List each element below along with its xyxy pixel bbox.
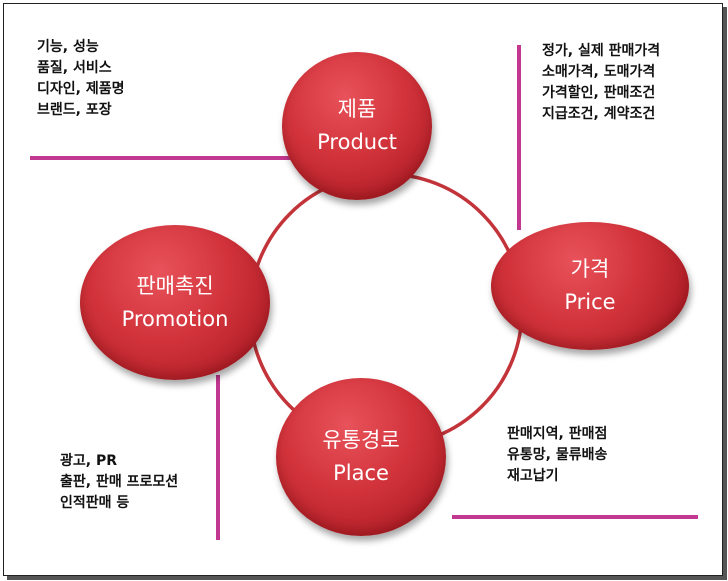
product-attribute-line: 품질, 서비스 bbox=[37, 60, 112, 76]
price-attribute-line: 지급조건, 계약조건 bbox=[542, 106, 656, 122]
price-node-subtitle: Price bbox=[564, 290, 616, 314]
price-attributes-label: 정가, 실제 판매가격 소매가격, 도매가격 가격할인, 판매조건 지급조건, … bbox=[542, 41, 660, 125]
place-attribute-line: 판매지역, 판매점 bbox=[507, 426, 608, 442]
promotion-attribute-line: 인적판매 등 bbox=[60, 495, 130, 511]
product-node-subtitle: Product bbox=[317, 130, 397, 154]
promotion-node-title: 판매촉진 bbox=[136, 273, 214, 298]
promotion-attribute-line: 광고, PR bbox=[60, 453, 117, 469]
promotion-attributes-label: 광고, PR 출판, 판매 프로모션 인적판매 등 bbox=[60, 451, 178, 514]
product-node-title: 제품 bbox=[337, 97, 377, 121]
promotion-node: 판매촉진 Promotion bbox=[80, 225, 270, 380]
place-attribute-line: 재고납기 bbox=[507, 468, 559, 484]
price-node-title: 가격 bbox=[570, 257, 610, 281]
place-node-title: 유통경로 bbox=[322, 428, 400, 452]
place-attributes-label: 판매지역, 판매점 유통망, 물류배송 재고납기 bbox=[507, 424, 607, 487]
price-node: 가격 Price bbox=[491, 222, 689, 350]
promotion-node-subtitle: Promotion bbox=[121, 306, 229, 331]
price-attribute-line: 정가, 실제 판매가격 bbox=[542, 43, 661, 59]
place-node: 유통경로 Place bbox=[276, 378, 446, 536]
promotion-attribute-line: 출판, 판매 프로모션 bbox=[60, 474, 179, 490]
product-attribute-line: 브랜드, 포장 bbox=[37, 102, 112, 118]
product-node: 제품 Product bbox=[282, 52, 432, 200]
product-attributes-label: 기능, 성능 품질, 서비스 디자인, 제품명 브랜드, 포장 bbox=[37, 37, 124, 121]
price-attribute-line: 가격할인, 판매조건 bbox=[542, 85, 656, 101]
place-node-subtitle: Place bbox=[333, 461, 389, 485]
product-attribute-line: 디자인, 제품명 bbox=[37, 81, 125, 97]
price-attribute-line: 소매가격, 도매가격 bbox=[542, 64, 656, 80]
place-attribute-line: 유통망, 물류배송 bbox=[507, 447, 608, 463]
product-attribute-line: 기능, 성능 bbox=[37, 39, 99, 55]
